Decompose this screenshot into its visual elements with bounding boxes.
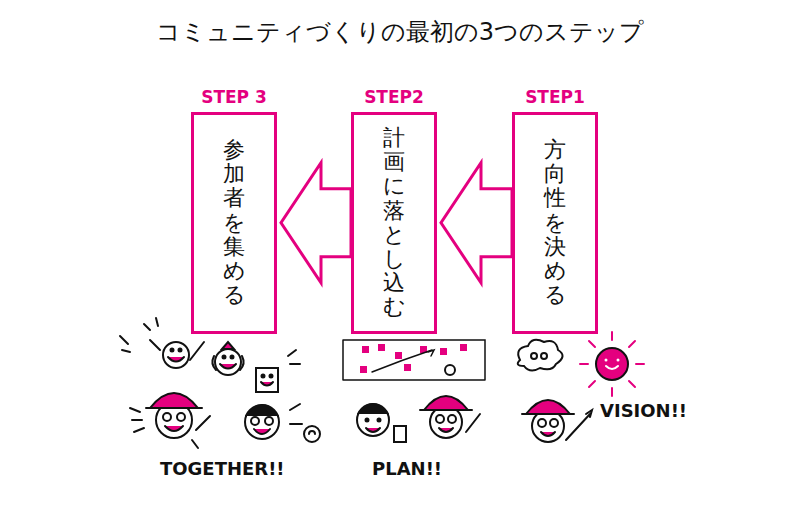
step-text: 参加者を集める [223, 138, 245, 307]
block-arrow [281, 163, 351, 283]
step-box: STEP2計画に落とし込む [351, 112, 437, 334]
step-heading: STEP2 [364, 87, 424, 107]
shout-label: TOGETHER!! [160, 458, 285, 479]
step-heading: STEP1 [525, 87, 585, 107]
diagram-title: コミュニティづくりの最初の3つのステップ [0, 16, 800, 48]
shout-label: PLAN!! [372, 458, 442, 479]
step-box: STEP 3参加者を集める [191, 112, 277, 334]
shout-label: VISION!! [600, 400, 687, 421]
block-arrow [441, 163, 512, 283]
step-text: 方向性を決める [544, 138, 566, 307]
step-box: STEP1方向性を決める [512, 112, 598, 334]
step-heading: STEP 3 [201, 87, 267, 107]
step-text: 計画に落とし込む [383, 126, 405, 320]
